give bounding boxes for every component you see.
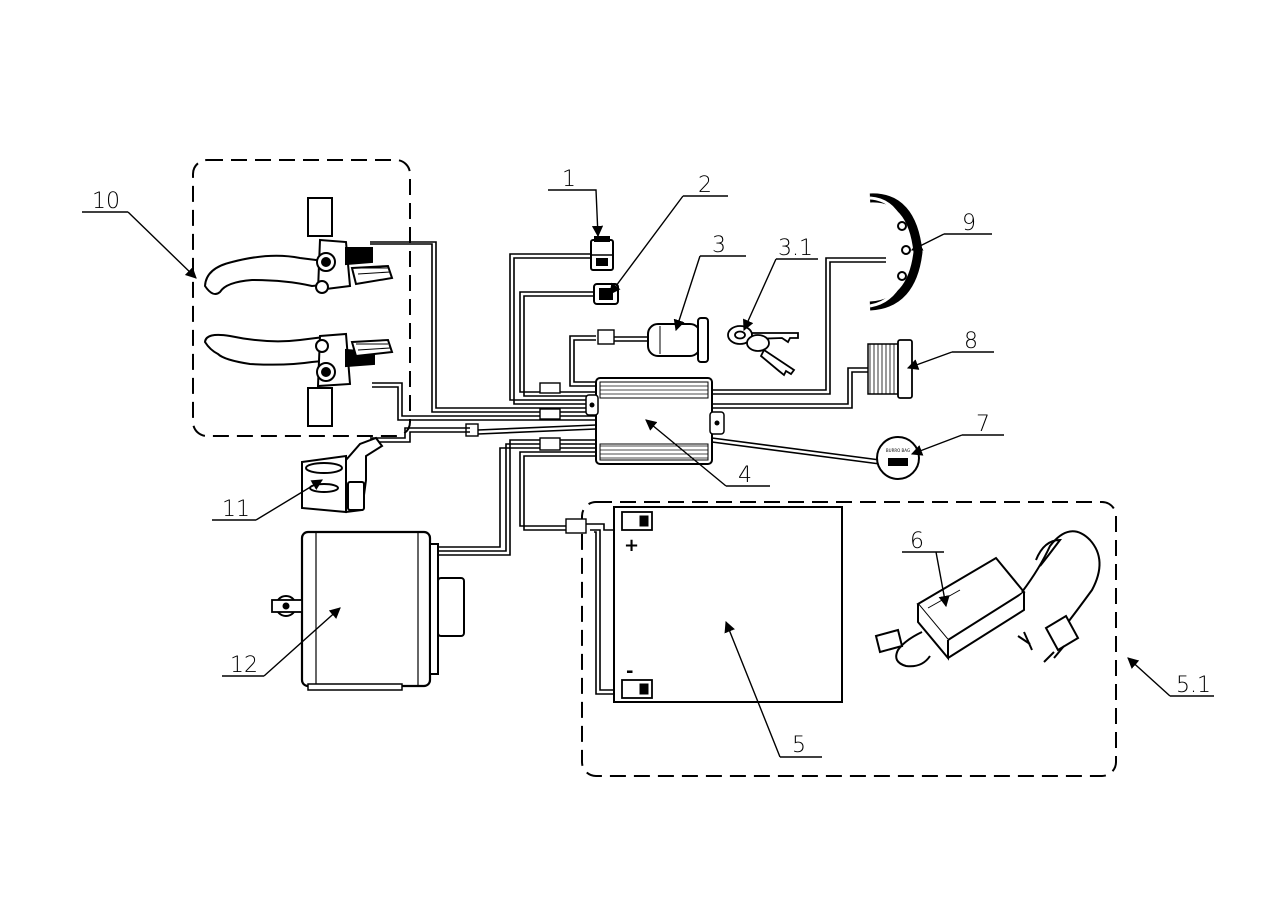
callout-7: 7 xyxy=(976,412,990,437)
leader-lines xyxy=(82,189,1214,758)
battery-charger xyxy=(874,530,1101,668)
callout-1: 1 xyxy=(562,167,576,192)
callout-12: 12 xyxy=(230,653,258,678)
rear-light xyxy=(867,339,913,399)
callout-3: 3 xyxy=(712,233,726,258)
battery-charger-group-frame xyxy=(581,501,1117,777)
battery-minus-sign: - xyxy=(626,661,633,682)
callout-3-1: 3.1 xyxy=(778,236,813,261)
harness-connectors xyxy=(539,329,615,534)
callout-10: 10 xyxy=(92,189,120,214)
keys-icon xyxy=(727,325,799,377)
callout-5: 5 xyxy=(792,733,806,758)
battery-plus-sign: + xyxy=(624,535,639,556)
callout-8: 8 xyxy=(964,329,978,354)
callout-9: 9 xyxy=(962,211,976,236)
callout-4: 4 xyxy=(738,463,752,488)
meter-label: BURRO BAG xyxy=(886,448,910,453)
callout-5-1: 5.1 xyxy=(1176,673,1211,698)
motor xyxy=(271,530,465,691)
callout-11: 11 xyxy=(222,497,250,522)
battery-meter: BURRO BAG xyxy=(876,436,920,480)
headlight xyxy=(869,193,923,311)
switch-1 xyxy=(590,236,614,271)
battery xyxy=(613,506,843,703)
brake-lever-group-frame xyxy=(192,159,411,437)
throttle-grip xyxy=(301,436,384,514)
brake-lever-lower xyxy=(203,332,394,427)
callout-6: 6 xyxy=(910,529,924,554)
brake-lever-upper xyxy=(203,197,394,295)
controller-unit xyxy=(585,377,725,465)
callout-2: 2 xyxy=(698,173,712,198)
